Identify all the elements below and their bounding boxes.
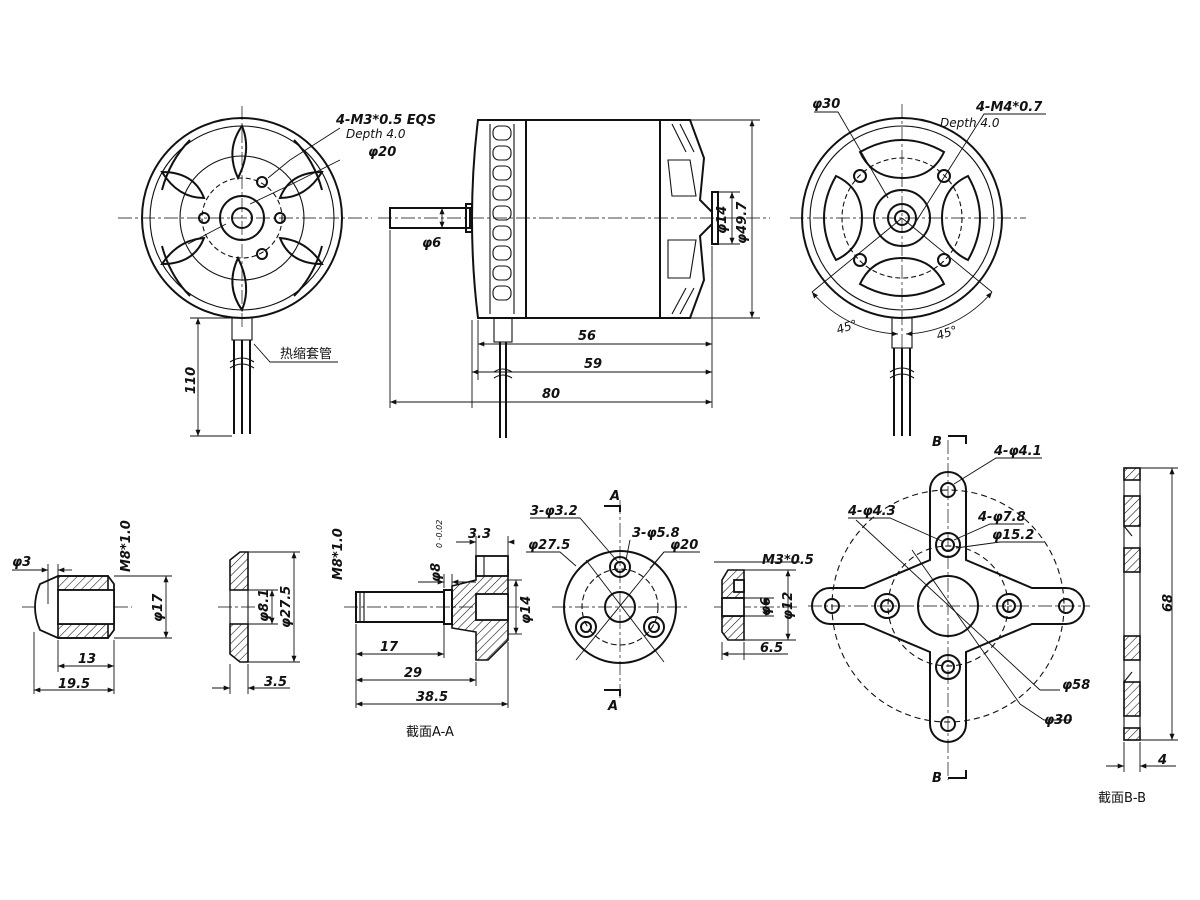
mount-4d43-label: 4-φ4.3 <box>847 504 896 519</box>
mount-b-bottom-label: B <box>932 771 942 786</box>
washer-35-label: 3.5 <box>264 675 287 690</box>
adapter-29-label: 29 <box>404 666 422 681</box>
mount-4d78-label: 4-φ7.8 <box>977 510 1026 525</box>
spinner-m8-label: M8*1.0 <box>119 520 134 572</box>
washer-part <box>212 551 300 694</box>
side-d14-label: φ14 <box>715 206 730 234</box>
flange-3d32-label: 3-φ3.2 <box>530 504 578 519</box>
flange-d20-label: φ20 <box>670 538 698 553</box>
adapter-d8-label: φ8 <box>429 563 444 582</box>
mount-d152-label: φ15.2 <box>992 528 1034 543</box>
front-spokes <box>160 123 324 313</box>
flange-d275-label: φ27.5 <box>528 538 570 553</box>
rear-view <box>790 104 1046 436</box>
side-59-label: 59 <box>584 357 602 372</box>
front-lead-length-label: 110 <box>184 367 199 394</box>
spinner-d3-label: φ3 <box>12 555 31 570</box>
spinner-d17-label: φ17 <box>151 593 166 622</box>
section-4-label: 4 <box>1157 753 1167 768</box>
mount-d58-label: φ58 <box>1062 678 1090 693</box>
nut-d12-label: φ12 <box>781 592 796 620</box>
adapter-caption: 截面A-A <box>406 725 454 740</box>
rear-thread-label: 4-M4*0.7 <box>975 100 1043 115</box>
nut-part <box>714 561 800 660</box>
spinner-195-label: 19.5 <box>58 677 90 692</box>
adapter-m8-label: M8*1.0 <box>331 528 346 580</box>
adapter-17-label: 17 <box>380 640 399 655</box>
side-56-label: 56 <box>578 329 596 344</box>
cross-mount-part <box>808 435 1090 780</box>
mount-b-top-label: B <box>932 435 942 450</box>
section-68-label: 68 <box>1161 594 1176 612</box>
spinner-13-label: 13 <box>78 652 96 667</box>
front-thread-label: 4-M3*0.5 EQS <box>335 113 436 128</box>
rear-depth-label: Depth 4.0 <box>940 116 1000 130</box>
flange-3d58-label: 3-φ5.8 <box>632 526 680 541</box>
prop-adapter-part <box>344 536 522 708</box>
adapter-tol-label: 0 -0.02 <box>435 520 444 548</box>
washer-d81-label: φ8.1 <box>257 589 272 622</box>
front-heatshrink-label: 热缩套管 <box>280 346 332 362</box>
washer-d275-label: φ27.5 <box>279 586 294 628</box>
spinner-part <box>12 564 172 694</box>
front-view <box>118 106 372 437</box>
flange-part <box>526 500 700 700</box>
side-80-label: 80 <box>542 387 560 402</box>
side-cooling-slots <box>492 125 512 301</box>
mount-d30-label: φ30 <box>1044 713 1072 728</box>
front-dia20-label: φ20 <box>368 145 396 160</box>
flange-a-bottom-label: A <box>607 699 618 714</box>
side-d497-label: φ49.7 <box>735 201 750 244</box>
flange-a-top-label: A <box>609 489 620 504</box>
rear-d30-label: φ30 <box>812 97 840 112</box>
rear-45b-label: 45° <box>935 323 960 343</box>
nut-m3-label: M3*0.5 <box>762 553 814 568</box>
section-bb-part <box>1106 467 1178 772</box>
side-view <box>378 119 770 438</box>
adapter-33-label: 3.3 <box>468 527 491 542</box>
section-caption: 截面B-B <box>1098 791 1146 806</box>
nut-d6-label: φ6 <box>759 597 774 616</box>
front-depth-label: Depth 4.0 <box>346 127 406 141</box>
adapter-385-label: 38.5 <box>416 690 448 705</box>
rear-45a-label: 45° <box>835 317 860 337</box>
nut-65-label: 6.5 <box>760 641 783 656</box>
adapter-d14-label: φ14 <box>519 596 534 624</box>
side-shaft-label: φ6 <box>422 236 441 251</box>
mount-4d41-label: 4-φ4.1 <box>993 444 1042 459</box>
